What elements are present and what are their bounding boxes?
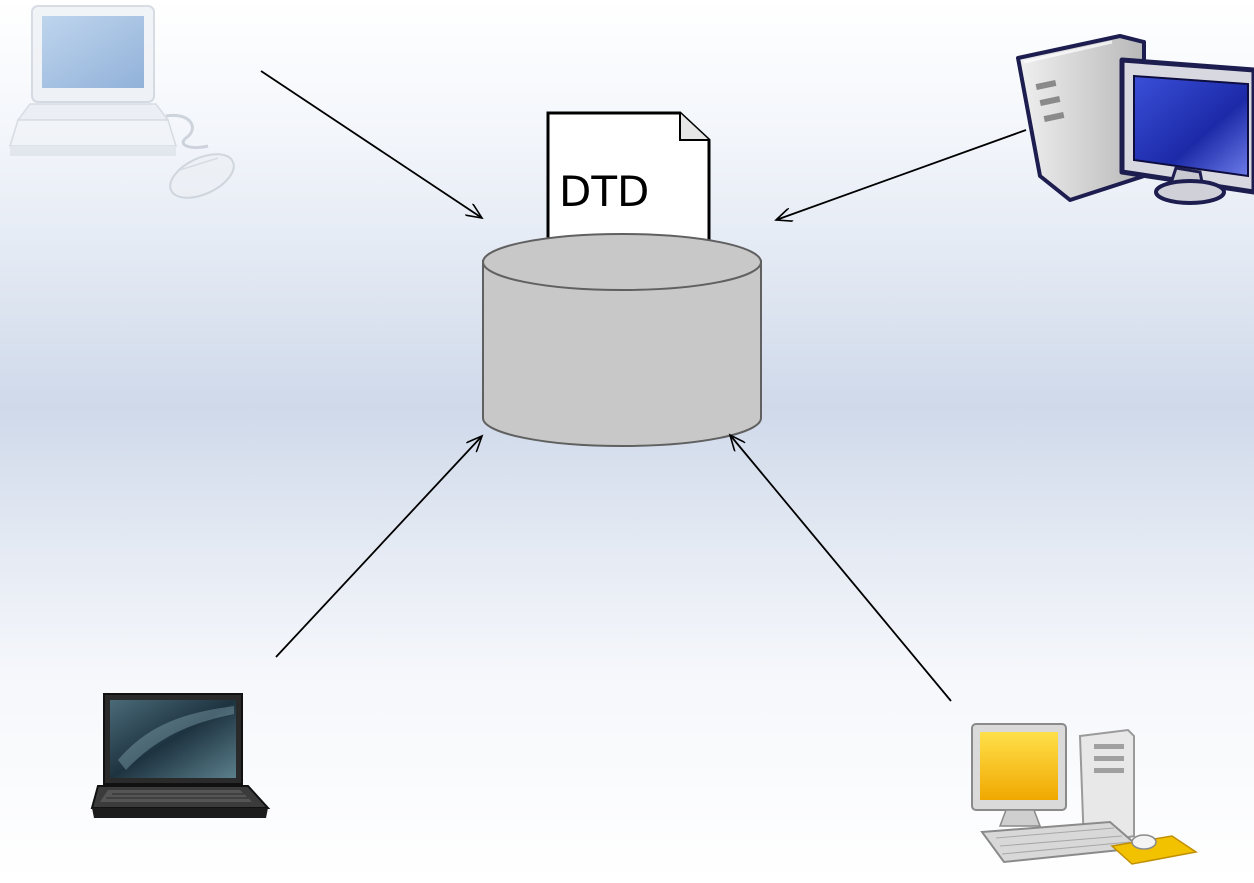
desktop-computer-icon (971, 723, 1198, 865)
desktop-computer-icon (1016, 34, 1254, 205)
arrow-bottom-left-to-database (275, 436, 482, 658)
arrow-top-left-to-database (260, 70, 482, 218)
laptop-icon (90, 693, 271, 818)
connector-arrows (260, 70, 1027, 702)
client-computer-bottom-right (971, 723, 1198, 865)
desktop-computer-icon (8, 5, 235, 199)
database-icon (482, 233, 762, 447)
document-icon: DTD (546, 111, 711, 264)
client-computer-top-left (8, 5, 235, 199)
arrow-bottom-right-to-database (730, 435, 952, 702)
arrow-top-right-to-database (776, 129, 1027, 220)
dtd-label: DTD (559, 167, 649, 216)
client-computer-top-right (1016, 34, 1254, 205)
central-database: DTD (482, 111, 762, 447)
client-laptop-bottom-left (90, 693, 271, 818)
